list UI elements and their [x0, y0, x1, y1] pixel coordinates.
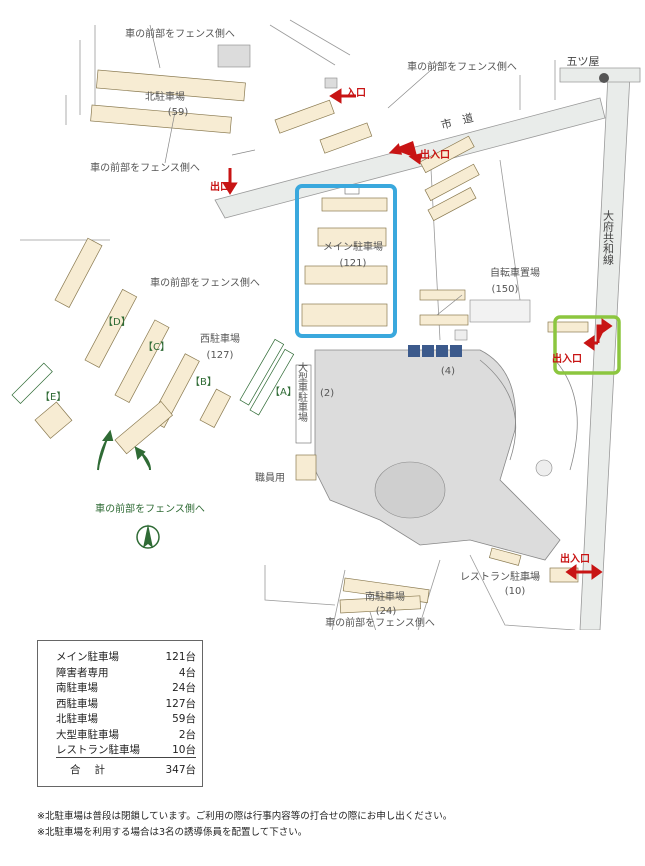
- legend-row-value: 2台: [178, 728, 196, 741]
- main-parking-name: メイン駐車場: [323, 240, 383, 253]
- entrance-label: 入口: [346, 87, 366, 99]
- fence-note-south: 車の前部をフェンス側へ: [325, 616, 435, 629]
- section-b-label: 【B】: [190, 376, 217, 388]
- legend-row-label: 大型車駐車場: [56, 728, 119, 741]
- note-north-closed: ※北駐車場は普段は閉鎖しています。ご利用の際は行事内容等の打合せの際にお申し出く…: [37, 811, 453, 822]
- staff-parking-label: 職員用: [255, 472, 285, 484]
- bicycle-parking-name: 自転車置場: [490, 266, 540, 279]
- parking-legend: メイン駐車場 121台障害者専用 4台南駐車場 24台西駐車場 127台北駐車場 59台大…: [37, 640, 203, 787]
- legend-row-value: 59台: [172, 713, 196, 725]
- legend-row-label: 北駐車場: [56, 713, 98, 725]
- north-parking-name: 北駐車場: [145, 90, 185, 103]
- restaurant-parking-name: レストラン駐車場: [460, 570, 540, 583]
- legend-row-value: 24台: [172, 682, 196, 694]
- note-guides: ※北駐車場を利用する場合は3名の誘導係員を配置して下さい。: [37, 827, 308, 838]
- main-parking-count: (121): [340, 258, 367, 269]
- legend-row-label: メイン駐車場: [56, 651, 119, 663]
- obu-line-label: 大府共和線: [602, 209, 615, 265]
- fence-note-left: 車の前部をフェンス側へ: [90, 161, 200, 174]
- legend-row: 西駐車場 127台: [56, 697, 196, 713]
- legend-row: 障害者専用 4台: [56, 666, 196, 682]
- section-e-label: 【E】: [40, 391, 66, 403]
- legend-row-value: 121台: [165, 651, 196, 663]
- large-vehicle-parking-count: (2): [320, 388, 334, 399]
- parking-map: 車の前部をフェンス側へ 北駐車場 (59) 車の前部をフェンス側へ 車の前部をフ…: [11, 19, 641, 630]
- legend-row-value: 10台: [172, 744, 196, 756]
- exit-label: 出口: [210, 180, 230, 193]
- legend-total-row: 合計 347台: [56, 757, 196, 780]
- legend-total-label: 合計: [70, 764, 119, 776]
- fence-note-southwest: 車の前部をフェンス側へ: [95, 502, 205, 515]
- legend-total-value: 347台: [165, 764, 196, 776]
- accessible-parking-count: (4): [441, 366, 455, 377]
- legend-row-value: 4台: [178, 666, 196, 679]
- legend-row-label: 南駐車場: [56, 682, 98, 694]
- legend-table: メイン駐車場 121台障害者専用 4台南駐車場 24台西駐車場 127台北駐車場 59台大…: [56, 650, 196, 759]
- legend-row-label: 西駐車場: [56, 697, 98, 710]
- in-out-label-east: 出入口: [552, 352, 582, 365]
- main-parking-highlight: [295, 184, 397, 338]
- in-out-highlight: [553, 315, 621, 375]
- legend-row: 大型車駐車場 2台: [56, 728, 196, 744]
- legend-row-label: 障害者専用: [56, 666, 109, 679]
- restaurant-parking-count: (10): [505, 586, 526, 597]
- in-out-label-north: 出入口: [420, 148, 450, 161]
- legend-row: 北駐車場 59台: [56, 712, 196, 728]
- west-parking-count: (127): [207, 350, 234, 361]
- bicycle-parking-count: (150): [492, 284, 519, 295]
- legend-row-label: レストラン駐車場: [56, 744, 140, 756]
- legend-row-value: 127台: [165, 697, 196, 710]
- in-out-label-south: 出入口: [560, 552, 590, 565]
- west-parking-name: 西駐車場: [200, 332, 240, 345]
- north-parking-count: (59): [168, 107, 189, 118]
- section-a-label: 【A】: [270, 386, 297, 398]
- legend-row: メイン駐車場 121台: [56, 650, 196, 666]
- fence-note-top: 車の前部をフェンス側へ: [125, 27, 235, 40]
- itsuya-label: 五ツ屋: [567, 55, 600, 68]
- legend-row: 南駐車場 24台: [56, 681, 196, 697]
- fence-note-west: 車の前部をフェンス側へ: [150, 276, 260, 289]
- section-c-label: 【C】: [143, 341, 170, 353]
- section-d-label: 【D】: [103, 316, 131, 328]
- south-parking-count: (24): [376, 606, 397, 617]
- legend-row: レストラン駐車場 10台: [56, 743, 196, 759]
- accessible-parking-icon: [408, 345, 462, 357]
- large-vehicle-parking-name: 大型車駐車場: [296, 361, 308, 423]
- fence-note-north-right: 車の前部をフェンス側へ: [407, 60, 517, 73]
- south-parking-name: 南駐車場: [365, 590, 405, 603]
